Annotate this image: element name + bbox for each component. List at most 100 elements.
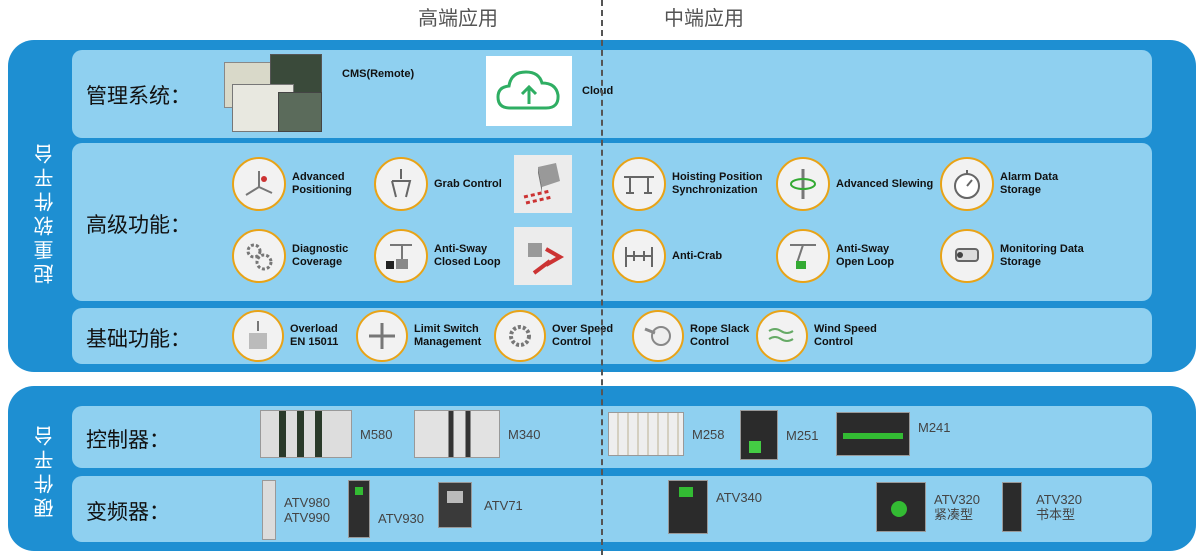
wind-speed-item: Wind Speed Control [756,310,877,362]
m340-item: M340 [414,410,541,458]
atv320-book-item: ATV320 书本型 [1002,482,1082,532]
monitoring-data-label: Monitoring Data Storage [1000,243,1084,268]
drives-row: 变频器： ATV980 ATV990 ATV930 ATV71 ATV340 A… [72,476,1152,542]
alarm-data-label: Alarm Data Storage [1000,171,1059,196]
atv340-device-icon [668,480,708,534]
atv320-compact-label: ATV320 紧凑型 [934,492,981,522]
cms-item: CMS(Remote) [224,54,414,134]
atv320-compact-device-icon [876,482,926,532]
rope-slack-item: Rope Slack Control [632,310,749,362]
m580-label: M580 [360,426,393,442]
m251-item: M251 [740,410,819,460]
wind-speed-label: Wind Speed Control [814,323,877,348]
m580-item: M580 [260,410,393,458]
sync-icon [612,157,666,211]
atv340-label: ATV340 [716,489,763,505]
anti-sway-closed-label: Anti-Sway Closed Loop [434,243,501,268]
atv320-book-device-icon [1002,482,1022,532]
hook-icon [232,310,284,362]
atv930-item: ATV930 [348,480,424,538]
basic-title: 基础功能： [86,327,191,351]
over-speed-label: Over Speed Control [552,323,614,348]
axes-icon [232,157,286,211]
rail-icon [612,229,666,283]
anti-sway-closed-diagram-item [514,227,572,285]
limit-icon [356,310,408,362]
atv930-label: ATV930 [378,510,425,526]
atv980-device-icon [262,480,276,540]
gears-icon [232,229,286,283]
anti-sway-open-label: Anti-Sway Open Loop [836,243,895,268]
grab-cube-item [514,155,572,213]
anti-sway-closed-item: Anti-Sway Closed Loop [374,229,501,283]
atv71-device-icon [438,482,472,528]
controllers-row: 控制器： M580 M340 M258 M251 M241 [72,406,1152,468]
cloud-icon [486,56,572,126]
diagnostic-coverage-item: Diagnostic Coverage [232,229,348,283]
sway-arrow-icon [514,227,572,285]
advanced-positioning-label: Advanced Positioning [292,171,352,196]
slewing-icon [776,157,830,211]
stopwatch-icon [940,157,994,211]
atv71-label: ATV71 [484,497,523,513]
drives-title: 变频器： [86,500,170,524]
m258-label: M258 [692,426,725,442]
atv320-book-label: ATV320 书本型 [1036,492,1083,522]
basic-row: 基础功能： Overload EN 15011 Limit Switch Man… [72,308,1152,364]
management-row: 管理系统： CMS(Remote) Cloud [72,50,1152,138]
rope-icon [632,310,684,362]
m340-device-icon [414,410,500,458]
cms-label: CMS(Remote) [342,67,415,80]
pendulum-icon [776,229,830,283]
anti-sway-open-item: Anti-Sway Open Loop [776,229,894,283]
advanced-slewing-label: Advanced Slewing [836,177,934,190]
atv930-device-icon [348,480,370,538]
advanced-title: 高级功能： [86,213,191,237]
grab-icon [374,157,428,211]
cloud-label: Cloud [582,84,614,97]
diagnostic-coverage-label: Diagnostic Coverage [292,243,349,268]
m241-item: M241 [836,412,951,456]
camera-icon [374,229,428,283]
cms-screenshot-icon [224,54,322,134]
advanced-row: 高级功能： Advanced Positioning Grab Control … [72,143,1152,301]
software-platform-label: 起重软件平台 [33,140,57,284]
m258-item: M258 [608,412,725,456]
cloud-item: Cloud [486,56,613,126]
management-title: 管理系统： [86,84,191,108]
atv340-item: ATV340 [668,480,762,534]
anti-crab-item: Anti-Crab [612,229,722,283]
atv980-label: ATV980 ATV990 [284,495,331,525]
m241-device-icon [836,412,910,456]
m241-label: M241 [918,419,951,435]
m258-device-icon [608,412,684,456]
m251-device-icon [740,410,778,460]
cctv-icon [940,229,994,283]
alarm-data-item: Alarm Data Storage [940,157,1058,211]
limit-switch-label: Limit Switch Management [414,323,482,348]
hoisting-sync-item: Hoisting Position Synchronization [612,157,762,211]
atv320-compact-item: ATV320 紧凑型 [876,482,980,532]
rope-slack-label: Rope Slack Control [690,323,750,348]
m251-label: M251 [786,427,819,443]
grab-control-label: Grab Control [434,177,502,190]
m340-label: M340 [508,426,541,442]
grab-control-item: Grab Control [374,157,502,211]
advanced-slewing-item: Advanced Slewing [776,157,933,211]
header-high-end: 高端应用 [418,6,498,30]
atv71-item: ATV71 [438,482,523,528]
overload-label: Overload EN 15011 [290,323,339,348]
hoisting-sync-label: Hoisting Position Synchronization [672,171,763,196]
hardware-platform-label: 硬件平台 [33,422,57,518]
limit-switch-item: Limit Switch Management [356,310,481,362]
controllers-title: 控制器： [86,428,170,452]
column-divider [601,0,603,555]
monitoring-data-item: Monitoring Data Storage [940,229,1084,283]
advanced-positioning-item: Advanced Positioning [232,157,352,211]
speed-gear-icon [494,310,546,362]
anti-crab-label: Anti-Crab [672,249,723,262]
overload-item: Overload EN 15011 [232,310,338,362]
cube-icon [514,155,572,213]
m580-device-icon [260,410,352,458]
header-mid-range: 中端应用 [664,6,744,30]
